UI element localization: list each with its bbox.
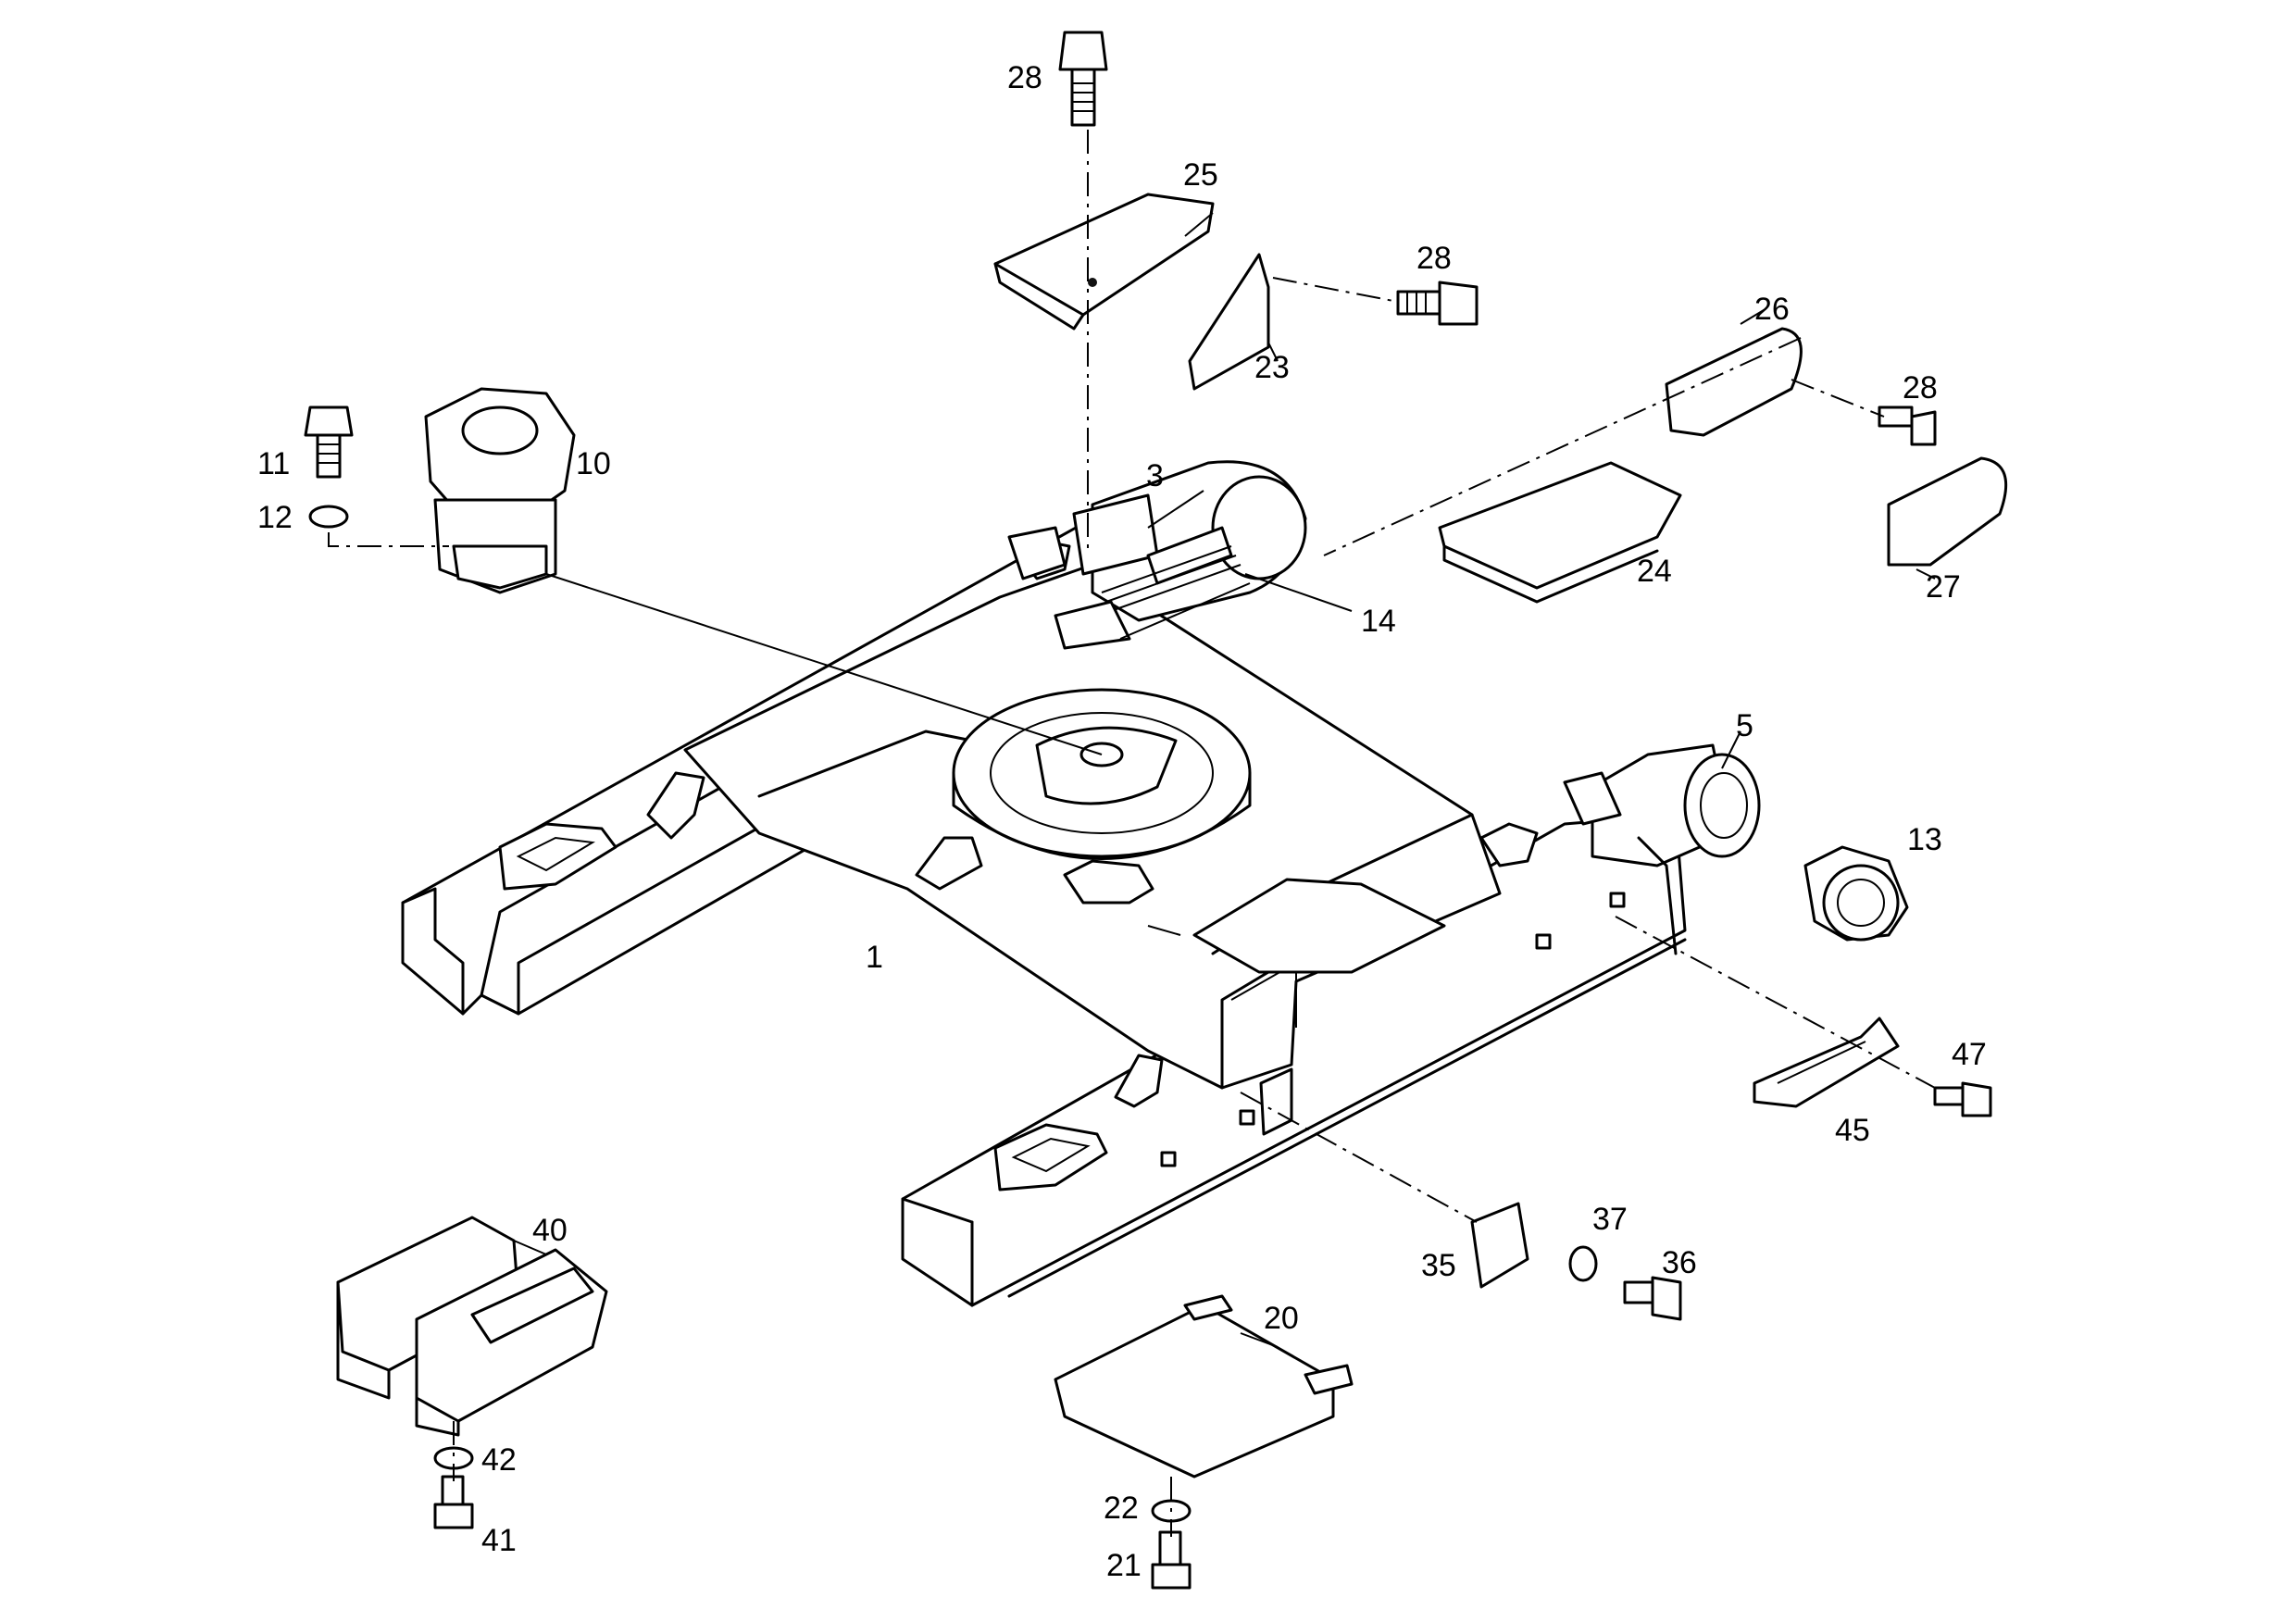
bolt-28-middle bbox=[1396, 281, 1479, 326]
left-beam-end-slot bbox=[498, 822, 618, 891]
washer-12 bbox=[308, 505, 349, 529]
callout-47: 47 bbox=[1952, 1037, 1987, 1072]
left-bracket-mid bbox=[915, 836, 983, 891]
support-block-40 bbox=[336, 1216, 608, 1437]
beam-hole bbox=[1239, 1109, 1255, 1126]
callout-22: 22 bbox=[1104, 1491, 1139, 1526]
bolt-28-top bbox=[1058, 31, 1108, 127]
right-beam-end-slot bbox=[993, 1123, 1108, 1192]
cover-25 bbox=[993, 193, 1215, 331]
callout-10: 10 bbox=[576, 446, 611, 481]
callout-12: 12 bbox=[257, 500, 293, 535]
callout-40: 40 bbox=[532, 1213, 568, 1248]
undercarriage-frame bbox=[401, 517, 1687, 1307]
side-plate-23 bbox=[1188, 253, 1270, 391]
callout-28-top: 28 bbox=[1007, 60, 1042, 95]
callout-27: 27 bbox=[1926, 569, 1961, 605]
callout-14: 14 bbox=[1361, 604, 1396, 639]
bolt-21 bbox=[1151, 1530, 1192, 1590]
callout-labels: 1 3 5 10 11 12 13 14 20 21 22 23 24 25 2… bbox=[257, 60, 1987, 1583]
bolt-36 bbox=[1623, 1276, 1682, 1321]
beam-hole bbox=[1160, 1151, 1177, 1167]
callout-28-middle: 28 bbox=[1416, 241, 1452, 276]
callout-26: 26 bbox=[1754, 292, 1790, 327]
assembly-lines bbox=[328, 130, 1936, 1537]
callout-35: 35 bbox=[1421, 1248, 1456, 1283]
right-bracket-rear bbox=[1479, 822, 1539, 867]
bolt-41 bbox=[433, 1475, 474, 1529]
bolt-47 bbox=[1933, 1081, 1992, 1117]
callout-45: 45 bbox=[1835, 1113, 1870, 1148]
callout-23: 23 bbox=[1254, 350, 1290, 385]
rear-housing bbox=[1007, 460, 1307, 650]
callout-5: 5 bbox=[1736, 708, 1753, 743]
bolt-11 bbox=[304, 406, 354, 479]
center-web-opening bbox=[1192, 878, 1446, 974]
callout-41: 41 bbox=[481, 1523, 517, 1558]
callout-25: 25 bbox=[1183, 157, 1218, 193]
left-bracket-front bbox=[646, 771, 705, 840]
beam-hole bbox=[1535, 933, 1552, 950]
cover-35 bbox=[1470, 1202, 1529, 1289]
callout-24: 24 bbox=[1637, 554, 1672, 589]
plate-27 bbox=[1887, 456, 2008, 567]
callout-28-right: 28 bbox=[1903, 370, 1938, 406]
cover-24 bbox=[1438, 461, 1682, 604]
washer-37 bbox=[1568, 1245, 1598, 1282]
cap-13 bbox=[1803, 845, 1909, 942]
callout-20: 20 bbox=[1264, 1301, 1299, 1336]
beam-hole bbox=[1609, 892, 1626, 908]
plate-26 bbox=[1665, 327, 1803, 437]
drive-motor-mount bbox=[1563, 743, 1761, 955]
callout-11: 11 bbox=[257, 446, 290, 481]
leader-lines bbox=[513, 212, 1936, 1348]
right-bracket-front bbox=[1114, 1054, 1164, 1108]
callout-42: 42 bbox=[481, 1442, 517, 1478]
cover-45 bbox=[1753, 1017, 1900, 1108]
callout-36: 36 bbox=[1662, 1245, 1697, 1280]
hose-14 bbox=[1119, 582, 1251, 640]
swing-motor bbox=[424, 387, 576, 594]
callout-13: 13 bbox=[1907, 822, 1942, 857]
callout-37: 37 bbox=[1592, 1202, 1628, 1237]
callout-3: 3 bbox=[1146, 458, 1164, 493]
callout-21: 21 bbox=[1106, 1548, 1142, 1583]
bolt-28-right bbox=[1878, 406, 1937, 446]
cover-plate-20 bbox=[1054, 1294, 1354, 1479]
callout-1: 1 bbox=[866, 940, 883, 975]
